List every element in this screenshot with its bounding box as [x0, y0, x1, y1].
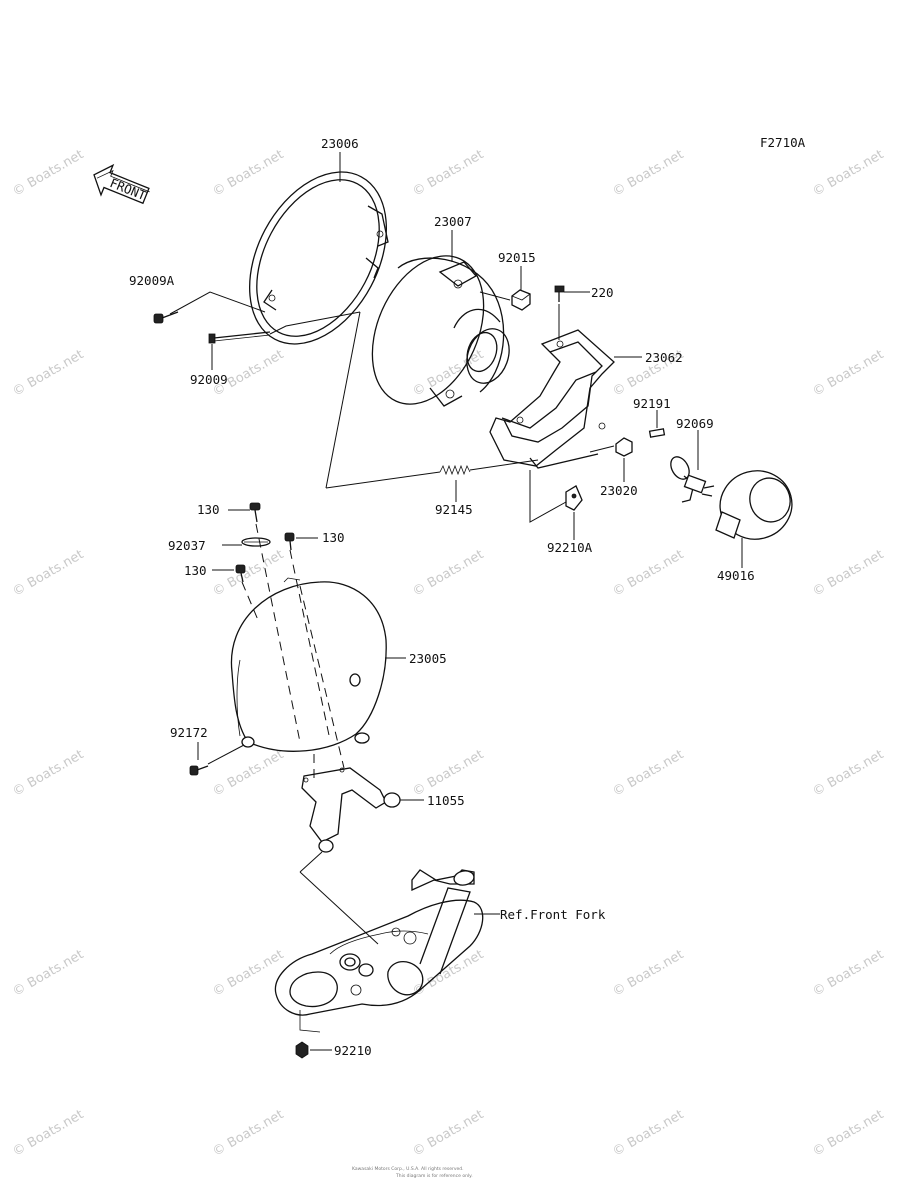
watermark-text: © Boats.net [410, 747, 486, 800]
watermark-text: © Boats.net [210, 747, 286, 800]
watermark-text: © Boats.net [810, 947, 886, 1000]
footer-line-1: Kawasaki Motors Corp., U.S.A. All rights… [352, 1166, 464, 1172]
label-130-b: 130 [322, 530, 345, 545]
leader-rim-link [325, 311, 361, 489]
bulb-92069 [670, 456, 715, 503]
leader-92145-a [325, 471, 441, 489]
label-23020: 23020 [600, 483, 638, 498]
screw-130-b [284, 532, 295, 551]
pin-92191 [648, 428, 666, 438]
watermark-text: © Boats.net [10, 547, 86, 600]
label-130-c: 130 [184, 563, 207, 578]
label-92145: 92145 [435, 502, 473, 517]
watermark-text: © Boats.net [210, 547, 286, 600]
bulb-cover-49016 [715, 470, 793, 540]
label-92172: 92172 [170, 725, 208, 740]
label-92191: 92191 [633, 396, 671, 411]
leader-23020b [589, 445, 615, 453]
label-49016: 49016 [717, 568, 755, 583]
watermark-text: © Boats.net [410, 147, 486, 200]
watermark-text: © Boats.net [610, 147, 686, 200]
watermark-text: © Boats.net [10, 1107, 86, 1160]
screw-92009A [153, 311, 179, 324]
label-220: 220 [591, 285, 614, 300]
watermark-text: © Boats.net [410, 547, 486, 600]
label-92009A: 92009A [129, 273, 175, 288]
screw-130-a [249, 502, 261, 523]
screw-130-c [235, 564, 246, 583]
label-92210: 92210 [334, 1043, 372, 1058]
watermark-text: © Boats.net [210, 947, 286, 1000]
watermark-text: © Boats.net [610, 947, 686, 1000]
spring-92145 [439, 464, 471, 476]
headlight-rim-part [248, 171, 389, 345]
watermark-text: © Boats.net [10, 147, 86, 200]
label-23007: 23007 [434, 214, 472, 229]
label-130-a: 130 [197, 502, 220, 517]
leader-92172-b [207, 744, 245, 765]
headlight-shell-part [230, 523, 387, 769]
label-23005: 23005 [409, 651, 447, 666]
screw-92172 [189, 765, 209, 776]
watermark-text: © Boats.net [610, 1107, 686, 1160]
watermark-text: © Boats.net [410, 347, 486, 400]
headlight-housing-part [371, 255, 510, 407]
watermark-text: © Boats.net [810, 747, 886, 800]
leader-11055-c [299, 871, 379, 945]
watermark-text: © Boats.net [10, 947, 86, 1000]
washer-92037 [241, 537, 271, 547]
watermark-text: © Boats.net [410, 1107, 486, 1160]
watermark-text: © Boats.net [810, 547, 886, 600]
label-92009: 92009 [190, 372, 228, 387]
screw-92009 [208, 331, 271, 344]
leader-92009A [169, 291, 266, 315]
screw-220 [554, 285, 565, 302]
watermark-text: © Boats.net [810, 347, 886, 400]
nut-92210 [295, 1041, 309, 1059]
label-92069: 92069 [676, 416, 714, 431]
watermark-text: © Boats.net [610, 547, 686, 600]
label-front-fork: Ref.Front Fork [500, 907, 606, 922]
bracket-11055 [301, 748, 401, 853]
watermark-text: © Boats.net [10, 747, 86, 800]
plate-92210A [565, 485, 583, 511]
watermark-text: © Boats.net [810, 147, 886, 200]
watermark-layer: © Boats.net © Boats.net © Boats.net © Boats… [10, 147, 886, 1160]
label-23062: 23062 [645, 350, 683, 365]
label-23006: 23006 [321, 136, 359, 151]
front-arrow-icon: FRONT [93, 163, 150, 205]
watermark-text: © Boats.net [210, 147, 286, 200]
watermark-text: © Boats.net [210, 1107, 286, 1160]
leader-92009 [269, 311, 361, 335]
label-92210A: 92210A [547, 540, 593, 555]
nut-23020 [615, 437, 633, 457]
label-92037: 92037 [168, 538, 206, 553]
label-92015: 92015 [498, 250, 536, 265]
watermark-text: © Boats.net [810, 1107, 886, 1160]
leader-11055-b [299, 851, 323, 873]
watermark-text: © Boats.net [610, 747, 686, 800]
leader-92210A [529, 470, 567, 523]
leader-92015b [479, 291, 511, 301]
footer-line-2: This diagram is for reference only. [395, 1173, 473, 1179]
diagram-code: F2710A [760, 135, 806, 150]
watermark-text: © Boats.net [10, 347, 86, 400]
label-11055: 11055 [427, 793, 465, 808]
leader-92145-b [469, 459, 539, 471]
front-fork-bracket [274, 869, 484, 1033]
nut-92015 [511, 289, 531, 311]
